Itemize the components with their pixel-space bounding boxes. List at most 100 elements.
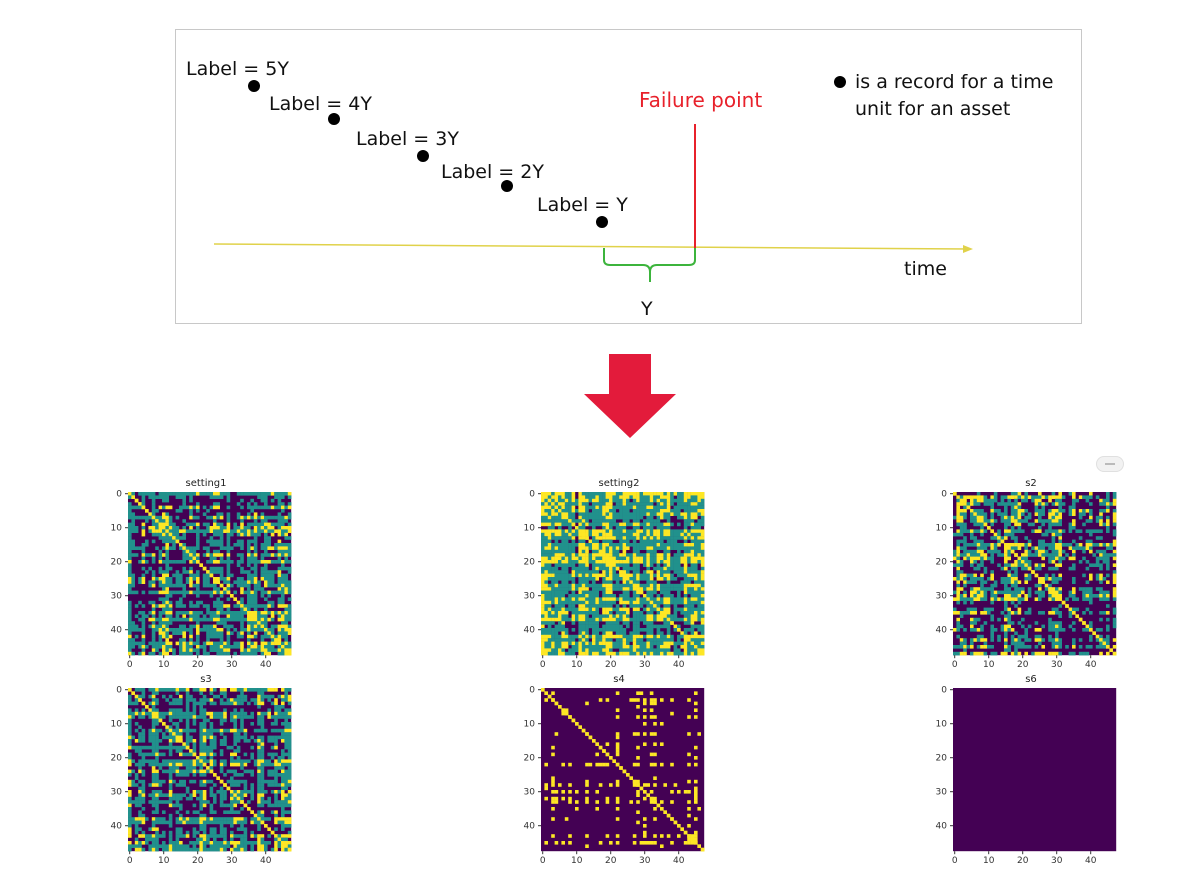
heatmap-cell (649, 529, 654, 533)
heatmap-cell (1112, 543, 1117, 547)
heatmap-cell (622, 536, 627, 540)
heatmap-cell (683, 553, 688, 557)
heatmap-cell (690, 495, 695, 499)
heatmap-cell (983, 566, 988, 571)
heatmap-cell (646, 597, 650, 601)
heatmap-cell (243, 583, 248, 588)
heatmap-cell (141, 529, 146, 533)
heatmap-cell (993, 519, 998, 523)
heatmap-cell (155, 711, 159, 716)
heatmap-cell (182, 587, 186, 591)
heatmap-cell (168, 641, 173, 646)
heatmap-cell (980, 594, 984, 598)
heatmap-cell (592, 645, 596, 649)
heatmap-cell (690, 512, 695, 516)
heatmap-cell (216, 512, 220, 516)
heatmap-cell (683, 529, 688, 533)
heatmap-cell (983, 529, 988, 533)
heatmap-cell (690, 607, 695, 612)
heatmap-cell (134, 711, 139, 716)
heatmap-cell (615, 617, 620, 622)
heatmap-cell (588, 607, 593, 612)
heatmap-cell (219, 583, 224, 588)
heatmap-cell (578, 505, 582, 510)
heatmap-cell (1099, 645, 1103, 649)
heatmap-cell (1095, 536, 1100, 540)
heatmap-cell (206, 634, 210, 639)
heatmap-cell (581, 553, 586, 557)
heatmap-cell (959, 641, 964, 646)
heatmap-cell (145, 645, 149, 649)
heatmap-cell (694, 529, 698, 533)
heatmap-cell (250, 556, 254, 561)
heatmap-cell (585, 515, 589, 520)
heatmap-cell (141, 688, 146, 692)
heatmap-cell (1078, 543, 1083, 547)
heatmap-cell (653, 532, 657, 537)
heatmap-cell (1099, 515, 1103, 520)
heatmap-cell (165, 634, 169, 639)
heatmap-cell (598, 617, 603, 622)
heatmap-cell (660, 624, 664, 629)
heatmap-cell (213, 515, 217, 520)
heatmap-cell (1112, 498, 1117, 503)
heatmap-cell (639, 512, 644, 516)
heatmap-cell (622, 580, 627, 584)
heatmap-cell (1072, 549, 1076, 554)
y-tick-label: 20 (936, 558, 948, 568)
heatmap-cell (131, 577, 135, 581)
heatmap-cell (1031, 651, 1035, 656)
heatmap-cell (639, 492, 644, 496)
heatmap-cell (1112, 645, 1117, 649)
heatmap-cell (646, 651, 650, 656)
heatmap-cell (973, 536, 977, 540)
heatmap-cell (585, 553, 589, 557)
heatmap-cell (639, 604, 644, 608)
heatmap-cell (636, 549, 640, 554)
heatmap-cell (609, 505, 613, 510)
heatmap-cell (541, 583, 545, 588)
heatmap-cell (247, 522, 251, 527)
heatmap-cell (158, 739, 163, 743)
heatmap-cell (980, 515, 984, 520)
heatmap-cell (663, 570, 667, 574)
heatmap-cell (639, 498, 644, 503)
heatmap-cell (578, 563, 582, 567)
heatmap-cell (632, 617, 637, 622)
heatmap-cell (281, 590, 285, 595)
heatmap-cell (568, 522, 572, 527)
heatmap-cell (1007, 563, 1011, 567)
heatmap-cell (997, 597, 1001, 601)
heatmap-cell (602, 577, 606, 581)
heatmap-cell (612, 587, 616, 591)
heatmap-cell (1106, 580, 1110, 584)
heatmap-cell (683, 560, 688, 564)
heatmap-cell (966, 553, 971, 557)
close-icon[interactable] (1096, 456, 1124, 472)
heatmap-cell (1068, 529, 1073, 533)
heatmap-cell (1014, 587, 1018, 591)
heatmap-cell (287, 553, 292, 557)
heatmap-cell (683, 526, 688, 530)
heatmap-cell (209, 614, 214, 618)
heatmap-cell (1004, 597, 1008, 601)
heatmap-cell (612, 566, 616, 571)
heatmap-cell (636, 628, 640, 632)
heatmap-cell (956, 580, 960, 584)
heatmap-cell (953, 556, 957, 561)
heatmap-cell (131, 645, 135, 649)
heatmap-cell (595, 611, 599, 615)
heatmap-cell (236, 553, 241, 557)
heatmap-cell (175, 515, 180, 520)
heatmap-cell (677, 509, 681, 513)
heatmap-cell (649, 532, 654, 537)
heatmap-cell (680, 543, 684, 547)
heatmap-cell (639, 648, 644, 652)
heatmap-cell (226, 492, 231, 496)
heatmap-cell (541, 570, 545, 574)
heatmap-cell (233, 529, 237, 533)
heatmap-cell (233, 611, 237, 615)
heatmap-cell (257, 645, 261, 649)
heatmap-cell (629, 634, 633, 639)
heatmap-cell (257, 492, 261, 496)
